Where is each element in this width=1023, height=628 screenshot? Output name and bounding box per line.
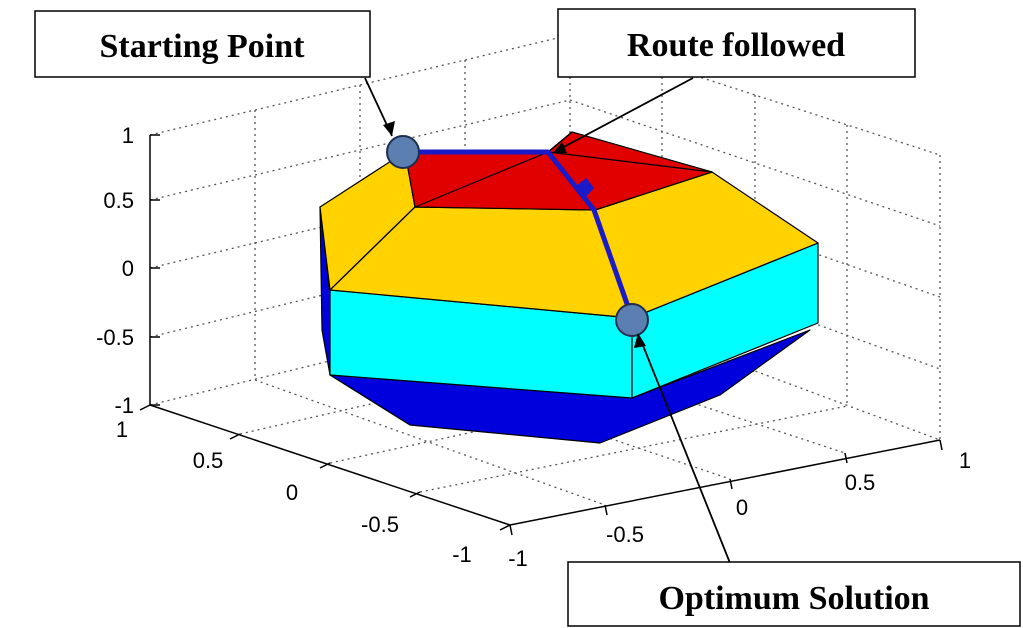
right-floor-axis-line: [509, 439, 941, 526]
left-tick-label: -1: [452, 542, 472, 567]
right-tick-label: -0.5: [606, 522, 644, 547]
axes: [139, 134, 943, 536]
starting-point-label: Starting Point: [100, 28, 306, 65]
route-followed-label: Route followed: [627, 27, 845, 64]
right-tick-label: 1: [959, 448, 971, 473]
z-tick-label: -1: [114, 393, 134, 418]
arrow-head-icon: [634, 333, 646, 348]
left-tick-label: -0.5: [361, 512, 399, 537]
callout-route-followed: Route followed: [557, 8, 916, 78]
z-tick-label: 0.5: [103, 188, 134, 213]
polytope: [319, 131, 819, 444]
right-axis-ticks: -1 -0.5 0 0.5 1: [508, 448, 971, 571]
route-arrowhead-icon: [574, 178, 594, 200]
right-tick-label: 0.5: [845, 470, 876, 495]
callout-arrowheads: [383, 121, 646, 348]
callout-starting-point: Starting Point: [34, 10, 371, 78]
left-tick-label: 1: [116, 417, 128, 442]
right-tick-label: -1: [508, 546, 528, 571]
left-axis-ticks: 1 0.5 0 -0.5 -1: [116, 417, 472, 567]
left-tick-label: 0: [286, 480, 298, 505]
route-line: [403, 149, 635, 319]
z-tick-label: -0.5: [96, 325, 134, 350]
z-axis-ticks: 1 0.5 0 -0.5 -1: [96, 123, 134, 418]
starting-point-marker: [386, 135, 420, 169]
z-tick-label: 0: [122, 256, 134, 281]
optimum-solution-label: Optimum Solution: [658, 580, 929, 617]
arrow-head-icon: [383, 121, 395, 136]
route-path: [403, 149, 635, 319]
z-tick-label: 1: [122, 123, 134, 148]
route-followed-leader: [557, 77, 694, 151]
left-tick-label: 0.5: [193, 448, 224, 473]
optimum-solution-marker: [615, 303, 649, 337]
left-floor-axis-line: [149, 404, 511, 526]
arrow-head-icon: [553, 142, 567, 153]
callout-optimum-solution: Optimum Solution: [567, 561, 1021, 627]
optimum-solution-leader: [639, 337, 731, 564]
right-tick-label: 0: [736, 495, 748, 520]
